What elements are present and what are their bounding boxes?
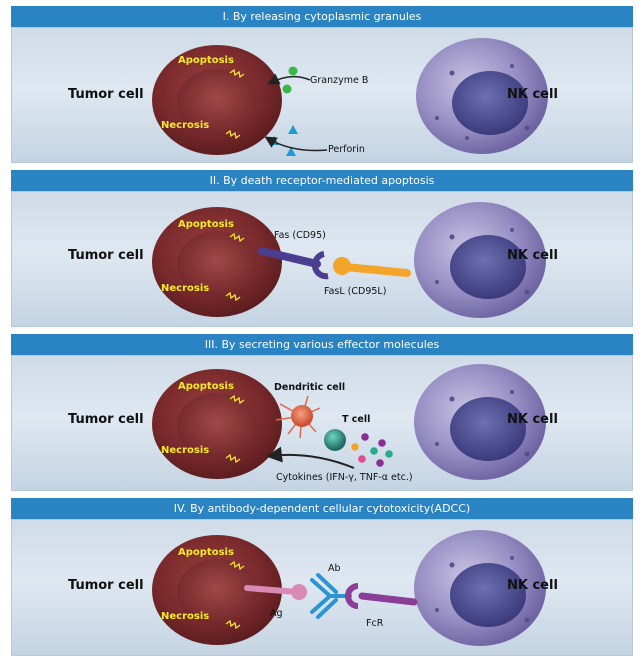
apoptosis-label: Apoptosis	[178, 381, 234, 392]
necrosis-label: Necrosis	[161, 283, 210, 294]
dendritic-cell-icon	[275, 395, 321, 439]
panel-adcc: IV. By antibody-dependent cellular cytot…	[11, 498, 633, 656]
fcr-receptor-icon	[345, 583, 418, 609]
necrosis-label: Necrosis	[161, 445, 210, 456]
dendritic-cell-label: Dendritic cell	[274, 382, 346, 393]
tumor-cell-label: Tumor cell	[68, 578, 144, 593]
tumor-cell-label: Tumor cell	[68, 412, 144, 427]
panel-illustration	[152, 202, 546, 318]
nk-cell-icon	[416, 38, 548, 154]
panel-illustration	[152, 530, 546, 646]
apoptosis-label: Apoptosis	[178, 55, 234, 66]
apoptosis-label: Apoptosis	[178, 547, 234, 558]
panel-body: Tumor cell NK cell Apoptosis Necrosis Gr…	[11, 27, 633, 163]
tumor-cell-label: Tumor cell	[68, 87, 144, 102]
cytokines-label: Cytokines (IFN-γ, TNF-α etc.)	[276, 472, 413, 483]
nk-cell-icon	[414, 530, 546, 646]
nk-cell-label: NK cell	[507, 578, 558, 593]
antigen-icon	[244, 584, 307, 600]
panel-title: III. By secreting various effector molec…	[11, 334, 633, 355]
perforin-icon	[288, 125, 298, 134]
tumor-cell-icon	[152, 369, 282, 479]
fas-receptor-icon	[258, 247, 329, 280]
antibody-icon	[310, 573, 352, 619]
granzyme-icon	[288, 66, 298, 76]
tumor-cell-label: Tumor cell	[68, 248, 144, 263]
fasl-label: FasL (CD95L)	[324, 286, 387, 297]
nk-cell-icon	[414, 364, 546, 480]
fcr-label: FcR	[366, 618, 384, 629]
perforin-label: Perforin	[328, 144, 365, 155]
panel-illustration	[152, 38, 548, 156]
granzyme-label: Granzyme B	[310, 75, 369, 86]
nk-cell-label: NK cell	[507, 412, 558, 427]
ab-label: Ab	[328, 563, 341, 574]
necrosis-label: Necrosis	[161, 611, 210, 622]
tumor-cell-icon	[152, 45, 282, 155]
panel-granules: I. By releasing cytoplasmic granules	[11, 6, 633, 163]
nk-cell-icon	[414, 202, 546, 318]
ag-label: Ag	[270, 608, 283, 619]
t-cell-label: T cell	[342, 414, 371, 425]
panel-title: II. By death receptor-mediated apoptosis	[11, 170, 633, 191]
panel-title: I. By releasing cytoplasmic granules	[11, 6, 633, 27]
panel-death-receptor: II. By death receptor-mediated apoptosis	[11, 170, 633, 327]
tumor-cell-icon	[152, 207, 282, 317]
panel-body: Tumor cell NK cell Apoptosis Necrosis Fa…	[11, 191, 633, 327]
tumor-cell-icon	[152, 535, 282, 645]
fasl-ligand-icon	[333, 257, 411, 277]
necrosis-label: Necrosis	[161, 120, 210, 131]
nk-cell-label: NK cell	[507, 248, 558, 263]
panel-body: Tumor cell NK cell Apoptosis Necrosis De…	[11, 355, 633, 491]
cytokine-icon	[351, 433, 393, 467]
nk-cell-label: NK cell	[507, 87, 558, 102]
panel-body: Tumor cell NK cell Apoptosis Necrosis Ab…	[11, 519, 633, 656]
fas-label: Fas (CD95)	[274, 230, 326, 241]
panel-title: IV. By antibody-dependent cellular cytot…	[11, 498, 633, 519]
panel-illustration	[152, 364, 546, 480]
panel-effector-molecules: III. By secreting various effector molec…	[11, 334, 633, 491]
t-cell-icon	[324, 429, 346, 451]
apoptosis-label: Apoptosis	[178, 219, 234, 230]
